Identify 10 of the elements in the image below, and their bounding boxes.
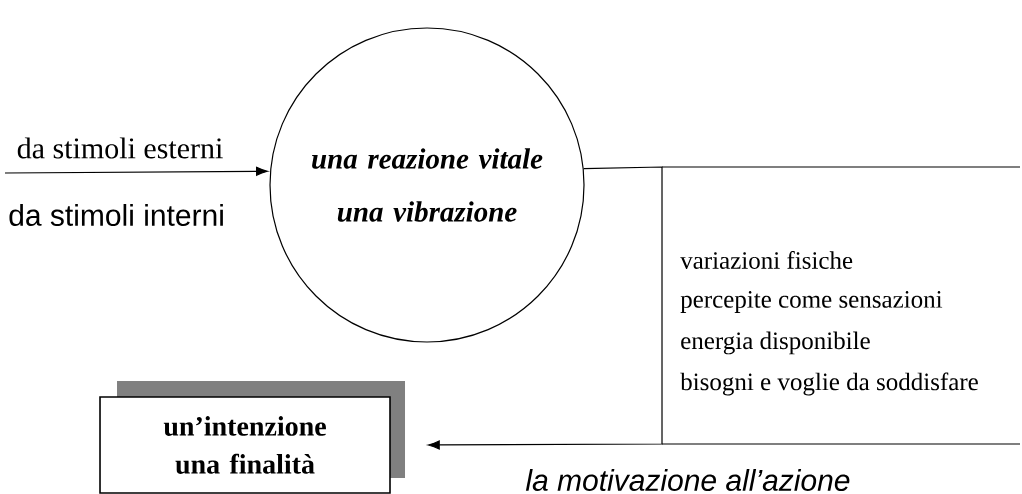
text-label: variazioni fisiche xyxy=(680,251,853,269)
text-label: energia disponibile xyxy=(681,331,870,355)
edge-label: la motivazione all’azione xyxy=(525,469,850,491)
shadowed-box: un’intenzione una finalità xyxy=(99,381,405,494)
text-label: percepite come sensazioni xyxy=(680,291,943,313)
arrow xyxy=(4,166,269,176)
text-label: bisogni e voglie da soddisfare xyxy=(680,372,978,396)
edge-label: da stimoli esterni xyxy=(17,137,223,159)
text-label: da stimoli interni xyxy=(9,204,223,226)
arrow xyxy=(427,166,663,450)
